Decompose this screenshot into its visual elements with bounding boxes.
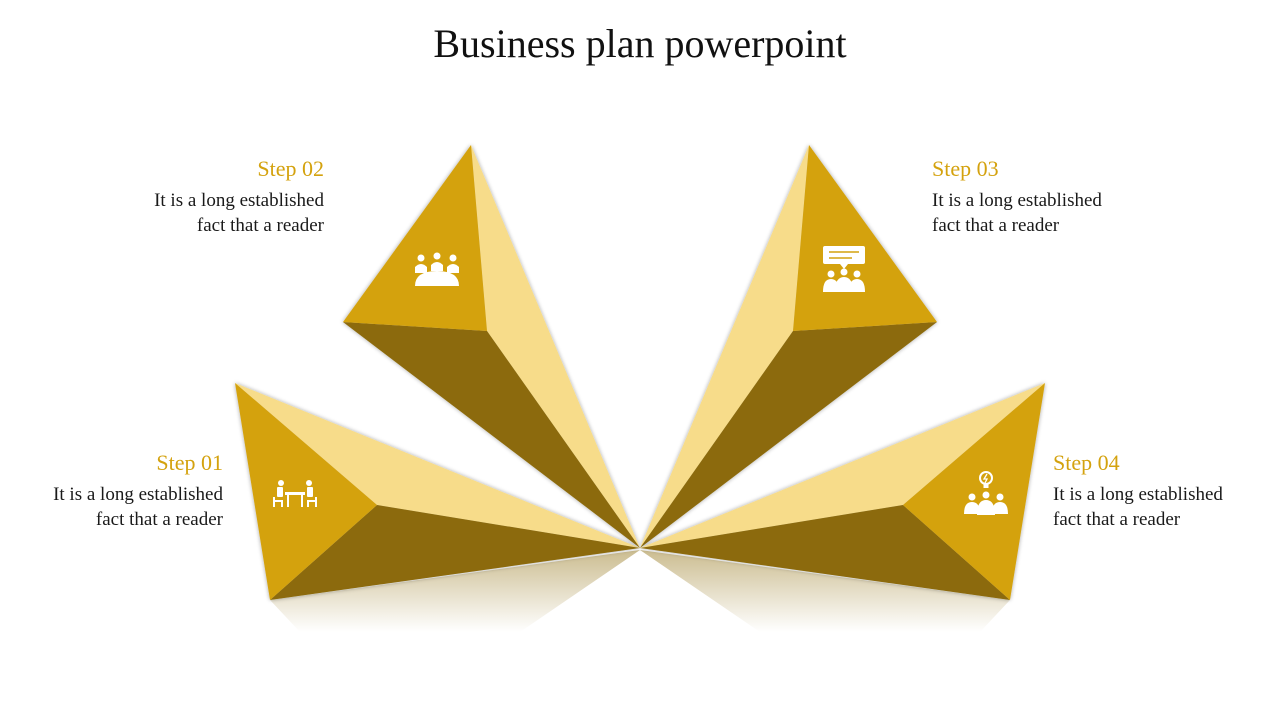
step-01-description: It is a long established fact that a rea… xyxy=(53,484,223,530)
step-01-text-block: Step 01 It is a long established fact th… xyxy=(0,448,223,532)
step-04-title: Step 04 xyxy=(1053,450,1120,475)
step-04-text-block: Step 04 It is a long established fact th… xyxy=(1053,448,1280,532)
pyramid-step-01 xyxy=(235,383,640,600)
reflection xyxy=(270,550,1010,632)
step-02-text-block: Step 02 It is a long established fact th… xyxy=(24,154,324,238)
presentation-audience-icon xyxy=(823,246,865,292)
step-01-title: Step 01 xyxy=(156,450,223,475)
step-03-title: Step 03 xyxy=(932,156,999,181)
idea-team-icon xyxy=(964,471,1008,515)
meeting-table-icon xyxy=(273,480,317,507)
page-title: Business plan powerpoint xyxy=(433,21,847,66)
pyramid-step-04 xyxy=(640,383,1045,600)
step-02-description: It is a long established fact that a rea… xyxy=(154,190,324,236)
step-02-title: Step 02 xyxy=(257,156,324,181)
team-conference-icon xyxy=(415,252,459,286)
step-03-description: It is a long established fact that a rea… xyxy=(932,190,1102,236)
step-03-text-block: Step 03 It is a long established fact th… xyxy=(932,154,1232,238)
step-04-description: It is a long established fact that a rea… xyxy=(1053,484,1223,530)
